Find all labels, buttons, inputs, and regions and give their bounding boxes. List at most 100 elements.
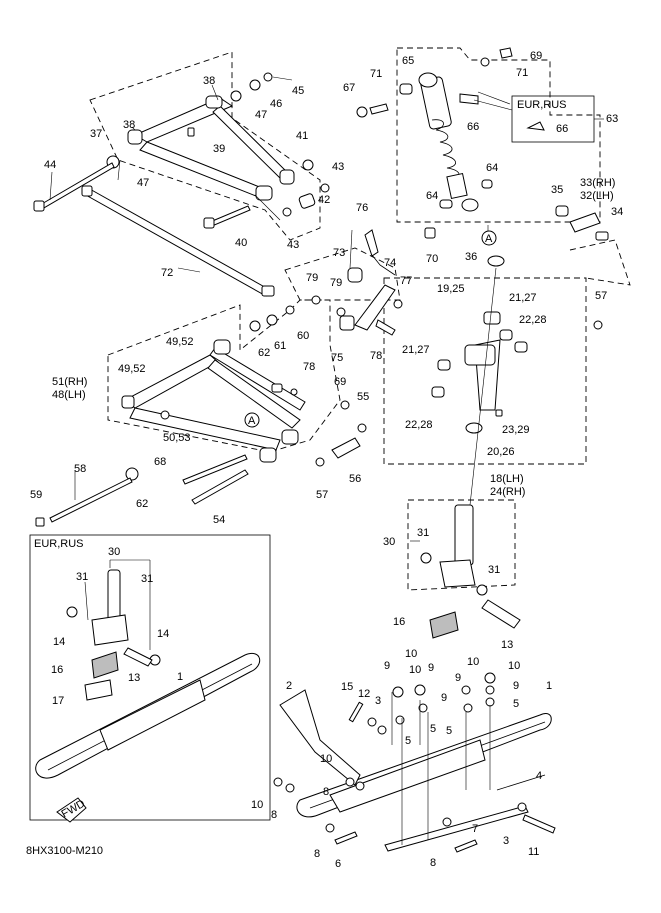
linkage bbox=[311, 229, 403, 336]
label-71b: 71 bbox=[516, 67, 528, 79]
label-5053: 50,53 bbox=[163, 432, 191, 444]
label-68: 68 bbox=[154, 456, 166, 468]
label-59: 59 bbox=[30, 489, 42, 501]
label-66b: 66 bbox=[556, 123, 568, 135]
label-8d: 8 bbox=[430, 857, 436, 869]
label-inset-title: EUR,RUS bbox=[34, 538, 84, 550]
label-62b: 62 bbox=[136, 498, 148, 510]
label-5d: 5 bbox=[513, 698, 519, 710]
label-62a: 62 bbox=[258, 347, 270, 359]
label-35: 35 bbox=[551, 184, 563, 196]
diagram-code: 8HX3100-M210 bbox=[26, 845, 103, 857]
label-6: 6 bbox=[335, 858, 341, 870]
label-34: 34 bbox=[611, 206, 623, 218]
label-10c: 10 bbox=[467, 656, 479, 668]
label-10f: 10 bbox=[251, 799, 263, 811]
label-1a: 1 bbox=[177, 671, 183, 683]
label-57b: 57 bbox=[316, 489, 328, 501]
upper-arm-group-outline bbox=[89, 51, 321, 241]
label-76: 76 bbox=[356, 202, 368, 214]
label-2228b: 22,28 bbox=[405, 419, 433, 431]
label-3b: 3 bbox=[503, 835, 509, 847]
label-41: 41 bbox=[296, 130, 308, 142]
label-5a: 5 bbox=[405, 735, 411, 747]
label-45: 45 bbox=[292, 85, 304, 97]
long-bolt-72 bbox=[81, 185, 275, 297]
swing-arm-group-outline bbox=[107, 299, 341, 453]
label-64a: 64 bbox=[486, 162, 498, 174]
label-11: 11 bbox=[528, 846, 539, 858]
label-75: 75 bbox=[331, 352, 343, 364]
label-57a: 57 bbox=[595, 290, 607, 302]
upper-a-arm bbox=[33, 72, 330, 229]
label-42: 42 bbox=[318, 194, 330, 206]
label-60: 60 bbox=[297, 330, 309, 342]
label-10b: 10 bbox=[409, 664, 421, 676]
label-43b: 43 bbox=[287, 239, 299, 251]
label-78a: 78 bbox=[370, 350, 382, 362]
label-24: 24(RH) bbox=[490, 486, 525, 498]
label-8a: 8 bbox=[323, 786, 329, 798]
label-4: 4 bbox=[536, 770, 542, 782]
shock-absorber bbox=[356, 47, 595, 239]
labels: 69 71 71 65 67 63 66 66 EUR,RUS 64 64 A … bbox=[26, 50, 623, 870]
label-33: 33(RH) bbox=[580, 177, 615, 189]
label-2329: 23,29 bbox=[502, 424, 530, 436]
ski-main bbox=[273, 672, 556, 853]
label-54: 54 bbox=[213, 514, 225, 526]
label-44: 44 bbox=[44, 159, 56, 171]
label-4952a: 49,52 bbox=[166, 336, 194, 348]
label-70: 70 bbox=[426, 253, 438, 265]
label-16a: 16 bbox=[393, 616, 405, 628]
label-9c: 9 bbox=[455, 672, 461, 684]
label-18: 18(LH) bbox=[490, 473, 524, 485]
label-48: 48(LH) bbox=[52, 389, 86, 401]
label-16b: 16 bbox=[51, 664, 63, 676]
label-38b: 38 bbox=[123, 119, 135, 131]
label-a2: A bbox=[248, 415, 256, 427]
eur-rus-inset bbox=[29, 534, 271, 823]
label-40: 40 bbox=[235, 237, 247, 249]
label-36: 36 bbox=[465, 251, 477, 263]
label-15: 15 bbox=[341, 681, 353, 693]
label-10e: 10 bbox=[320, 753, 332, 765]
label-17: 17 bbox=[52, 695, 64, 707]
label-9d: 9 bbox=[441, 692, 447, 704]
marker-a-shock bbox=[481, 230, 497, 246]
label-shock-inset-title: EUR,RUS bbox=[517, 99, 567, 111]
inset-frame bbox=[29, 534, 271, 821]
spindle-lower bbox=[420, 504, 521, 639]
label-31b: 31 bbox=[488, 564, 500, 576]
label-51: 51(RH) bbox=[52, 376, 87, 388]
label-13a: 13 bbox=[501, 639, 513, 651]
label-31a: 31 bbox=[417, 527, 429, 539]
label-8c: 8 bbox=[314, 848, 320, 860]
label-71a: 71 bbox=[370, 68, 382, 80]
marker-a-swingarm bbox=[244, 412, 260, 428]
label-2: 2 bbox=[286, 680, 292, 692]
leader-lines bbox=[49, 76, 604, 845]
label-61: 61 bbox=[274, 340, 286, 352]
label-10a: 10 bbox=[405, 648, 417, 660]
label-13b: 13 bbox=[128, 672, 140, 684]
label-5b: 5 bbox=[430, 723, 436, 735]
label-1b: 1 bbox=[546, 680, 552, 692]
label-56: 56 bbox=[349, 473, 361, 485]
label-7: 7 bbox=[472, 823, 478, 835]
label-3a: 3 bbox=[375, 695, 381, 707]
spindle-upper bbox=[431, 205, 609, 434]
label-74: 74 bbox=[384, 257, 396, 269]
label-47b: 47 bbox=[137, 177, 149, 189]
label-8b: 8 bbox=[271, 809, 277, 821]
spindle-lower-outline bbox=[407, 499, 516, 591]
label-9e: 9 bbox=[513, 680, 519, 692]
label-14a: 14 bbox=[53, 636, 65, 648]
label-64b: 64 bbox=[426, 190, 438, 202]
label-a1: A bbox=[485, 233, 493, 245]
label-2228a: 22,28 bbox=[519, 314, 547, 326]
label-38a: 38 bbox=[203, 75, 215, 87]
label-47a: 47 bbox=[255, 109, 267, 121]
label-2026: 20,26 bbox=[487, 446, 515, 458]
label-1925: 19,25 bbox=[437, 283, 465, 295]
label-2127a: 21,27 bbox=[509, 292, 537, 304]
